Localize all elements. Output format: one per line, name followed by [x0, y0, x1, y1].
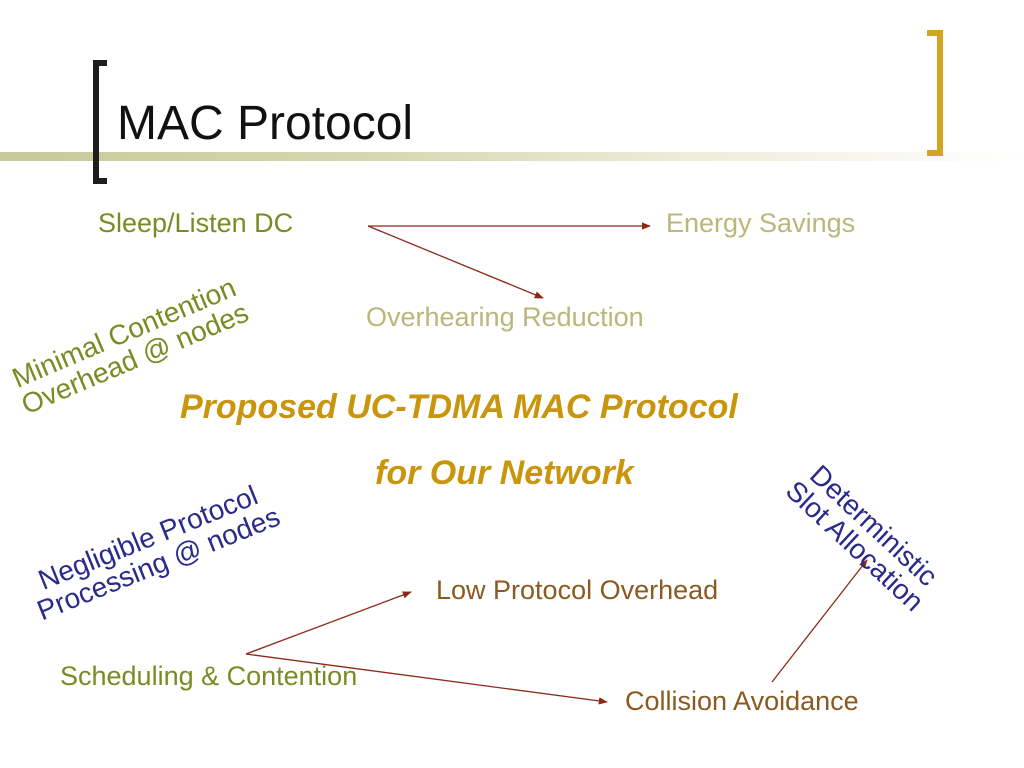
energy-savings-label: Energy Savings: [666, 208, 856, 238]
scheduling-contention-label: Scheduling & Contention: [60, 661, 358, 691]
sleep-listen-dc-label: Sleep/Listen DC: [98, 208, 294, 238]
low-protocol-overhead-label: Low Protocol Overhead: [436, 575, 719, 605]
overhearing-reduction-label: Overhearing Reduction: [366, 302, 644, 332]
proposed-protocol-line1: Proposed UC-TDMA MAC Protocol: [180, 388, 738, 426]
proposed-protocol-line2: for Our Network: [375, 454, 634, 492]
right-bracket: [927, 30, 943, 156]
arrow-scheduling-to-low-overhead: [245, 591, 412, 655]
left-bracket: [93, 60, 107, 184]
arrow-scheduling-to-collision: [245, 653, 608, 705]
collision-avoidance-label: Collision Avoidance: [625, 686, 859, 716]
title-underline-band: [0, 152, 1024, 161]
arrow-collision-to-deterministic: [771, 559, 868, 683]
arrow-sleep-to-overhearing: [367, 225, 544, 299]
slide-title: MAC Protocol: [117, 97, 414, 150]
